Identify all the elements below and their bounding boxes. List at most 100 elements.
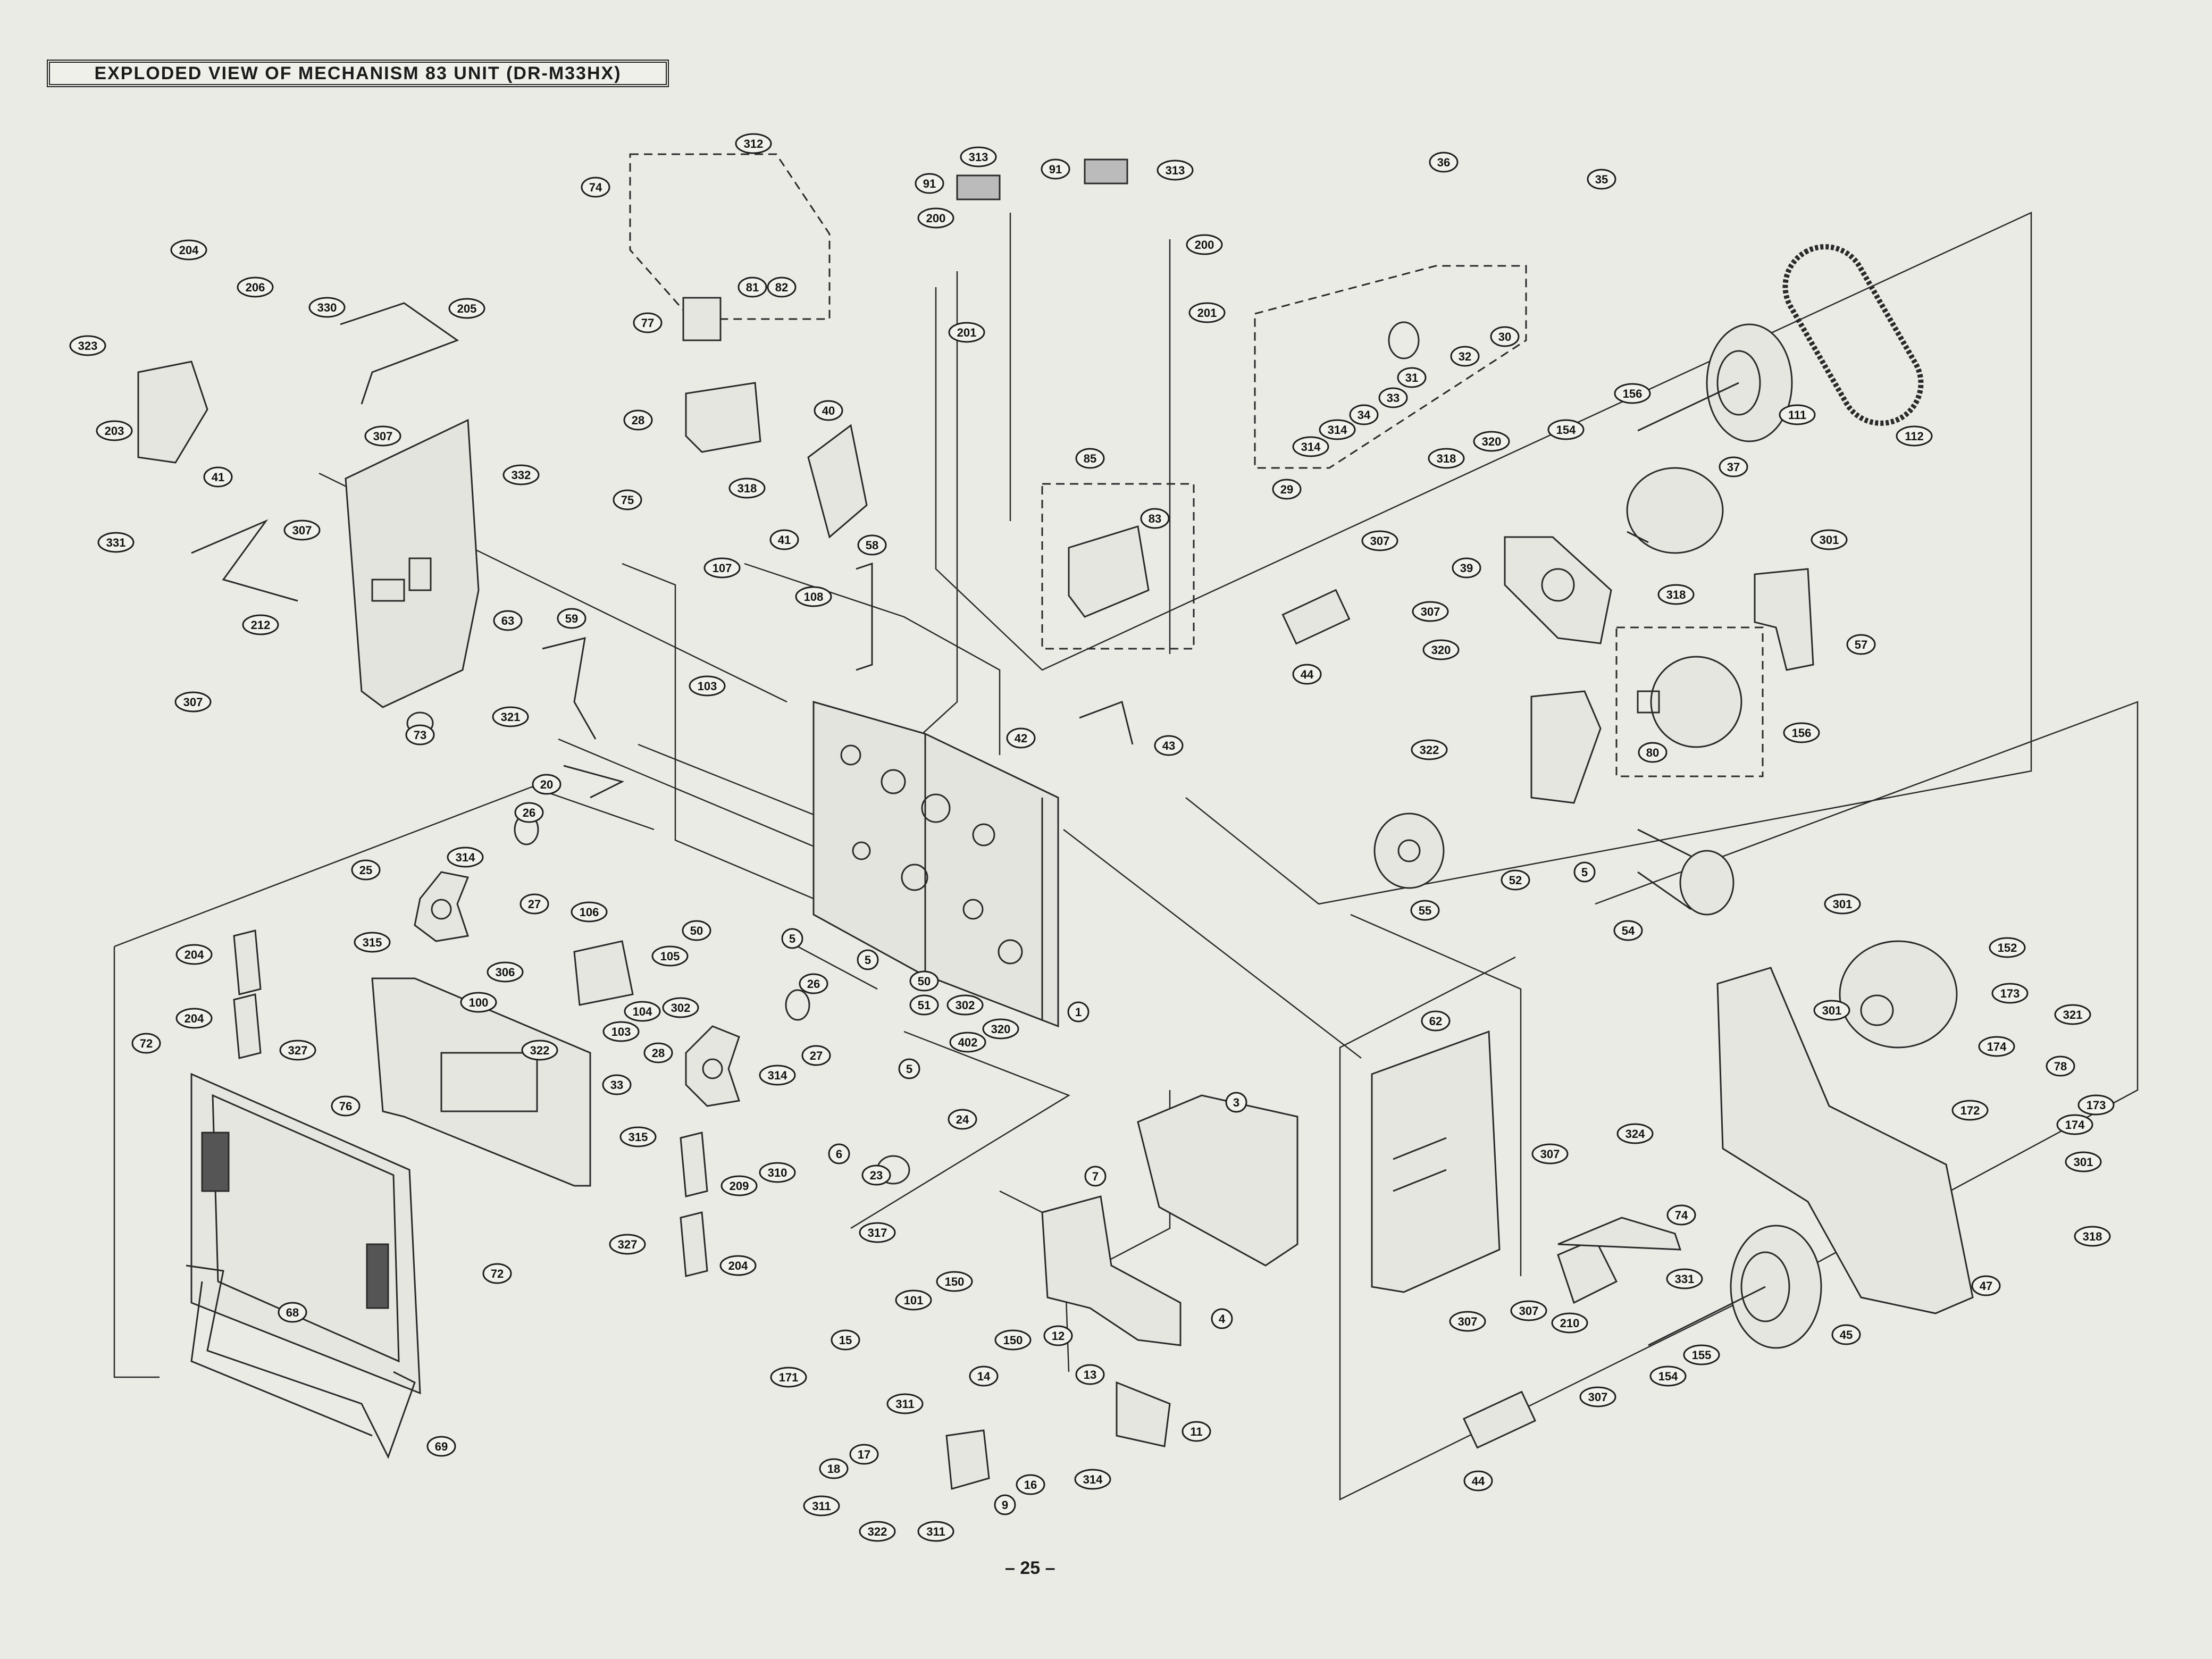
callout-29: 29 xyxy=(1272,479,1302,500)
callout-bubble xyxy=(795,586,832,607)
callout-label: 204 xyxy=(185,1012,204,1025)
callout-label: 27 xyxy=(810,1049,823,1062)
pad-91b xyxy=(1084,158,1128,185)
callout-173: 173 xyxy=(2077,1094,2115,1116)
callout-label: 40 xyxy=(822,404,835,417)
callout-bubble xyxy=(857,949,879,970)
callout-107: 107 xyxy=(703,557,741,579)
callout-43: 43 xyxy=(1154,735,1184,756)
callout-label: 172 xyxy=(1960,1104,1980,1117)
callout-label: 39 xyxy=(1460,562,1473,575)
callout-label: 41 xyxy=(778,533,791,547)
callout-label: 52 xyxy=(1509,874,1522,887)
callout-label: 320 xyxy=(1431,643,1451,657)
pad-91a xyxy=(956,174,1001,200)
callout-bubble xyxy=(1666,1204,1696,1226)
callout-bubble xyxy=(1846,634,1876,655)
callout-50: 50 xyxy=(682,920,711,941)
callout-bubble xyxy=(948,322,985,343)
callout-label: 30 xyxy=(1498,330,1511,343)
callout-label: 107 xyxy=(713,562,732,575)
callout-210: 210 xyxy=(1551,1312,1588,1334)
callout-81: 81 xyxy=(738,276,767,298)
callout-73: 73 xyxy=(405,724,435,745)
callout-327: 327 xyxy=(279,1040,316,1061)
callout-label: 3 xyxy=(1233,1096,1239,1109)
bracket-104 xyxy=(573,940,634,1006)
callout-111: 111 xyxy=(1779,404,1816,425)
callout-label: 314 xyxy=(1328,423,1347,437)
callout-311: 311 xyxy=(917,1521,954,1542)
callout-bubble xyxy=(1292,664,1322,685)
callout-301: 301 xyxy=(1813,1000,1850,1021)
callout-bubble xyxy=(1951,1100,1989,1121)
callout-label: 15 xyxy=(839,1334,852,1347)
callout-bubble xyxy=(174,691,212,713)
callout-bubble xyxy=(1551,1312,1588,1334)
callout-27: 27 xyxy=(801,1045,831,1066)
callout-bubble xyxy=(448,298,485,319)
callout-label: 302 xyxy=(956,999,975,1012)
callout-320: 320 xyxy=(1473,431,1510,452)
callout-label: 313 xyxy=(1166,164,1185,177)
callout-44: 44 xyxy=(1292,664,1322,685)
callout-label: 200 xyxy=(926,212,946,225)
callout-bubble xyxy=(1638,742,1668,763)
callout-bubble xyxy=(1824,893,1861,915)
callout-bubble xyxy=(1616,1123,1654,1144)
callout-label: 315 xyxy=(363,936,382,949)
callout-label: 203 xyxy=(105,424,124,438)
callout-bubble xyxy=(1989,937,2026,958)
callout-bubble xyxy=(689,675,726,697)
callout-label: 320 xyxy=(991,1023,1011,1036)
callout-label: 29 xyxy=(1280,483,1293,496)
callout-200: 200 xyxy=(917,207,954,229)
callout-bubble xyxy=(1463,1470,1493,1492)
callout-57: 57 xyxy=(1846,634,1876,655)
callout-label: 13 xyxy=(1084,1368,1096,1381)
callout-bubble xyxy=(447,847,484,868)
callout-7: 7 xyxy=(1084,1166,1107,1187)
lever-frame-inner xyxy=(190,1281,373,1437)
callout-314: 314 xyxy=(447,847,484,868)
callout-label: 318 xyxy=(1437,452,1456,465)
callout-bubble xyxy=(283,520,321,541)
callout-label: 156 xyxy=(1623,387,1643,400)
callout-37: 37 xyxy=(1719,456,1748,477)
callout-108: 108 xyxy=(795,586,832,607)
callout-155: 155 xyxy=(1683,1344,1720,1365)
callout-101: 101 xyxy=(895,1289,932,1311)
callout-bubble xyxy=(831,1329,860,1351)
callout-103: 103 xyxy=(602,1021,640,1042)
callout-bubble xyxy=(1292,436,1329,457)
flywheel-111 xyxy=(1637,323,1793,442)
subassembly-85-box xyxy=(1041,483,1195,650)
callout-331: 331 xyxy=(1666,1268,1703,1289)
callout-label: 301 xyxy=(1822,1004,1842,1017)
motor-plate-47 xyxy=(1716,967,1974,1314)
callout-bubble xyxy=(602,1021,640,1042)
callout-bubble xyxy=(405,724,435,745)
callout-34: 34 xyxy=(1349,404,1379,425)
bracket-39 xyxy=(1504,536,1612,644)
cassette-window xyxy=(440,1052,538,1112)
callout-bubble xyxy=(2077,1094,2115,1116)
callout-321: 321 xyxy=(2054,1004,2091,1025)
callout-bubble xyxy=(242,614,279,635)
callout-33: 33 xyxy=(602,1074,632,1095)
reel-25b xyxy=(685,1025,740,1107)
callout-label: 63 xyxy=(501,614,514,627)
callout-label: 85 xyxy=(1084,452,1096,465)
callout-label: 171 xyxy=(779,1371,799,1384)
motor-152 xyxy=(1839,940,1958,1049)
callout-205: 205 xyxy=(448,298,485,319)
callout-402: 402 xyxy=(949,1032,986,1053)
callout-307: 307 xyxy=(1361,530,1398,551)
callout-bubble xyxy=(1490,326,1520,347)
callout-label: 91 xyxy=(923,177,936,190)
callout-bubble xyxy=(69,335,106,356)
callout-bubble xyxy=(492,706,529,727)
callout-label: 321 xyxy=(501,710,521,724)
callout-bubble xyxy=(279,1040,316,1061)
head-bracket-28 xyxy=(685,382,761,453)
